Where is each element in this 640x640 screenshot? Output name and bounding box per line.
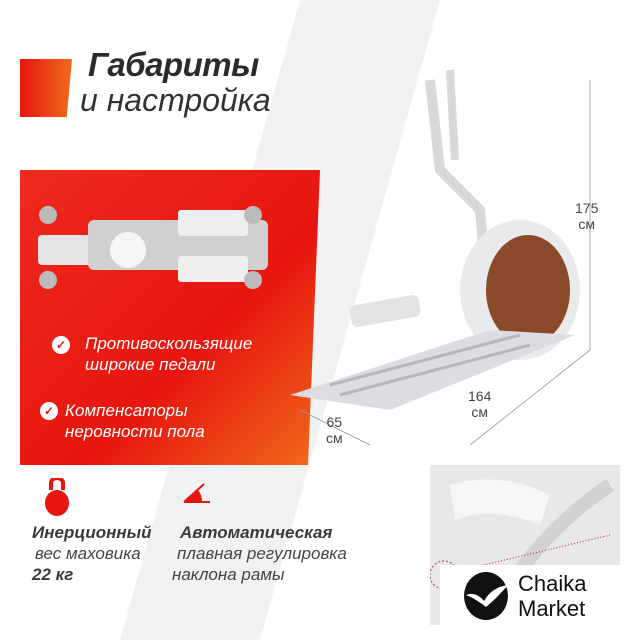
- dimension-value: 164: [468, 388, 492, 404]
- incline-desc: наклона рамы: [172, 565, 285, 584]
- chaika-market-logo: Chaika Market: [440, 565, 620, 627]
- elliptical-machine-image: [290, 69, 591, 446]
- top-view-machine-image: [38, 206, 268, 289]
- page-subtitle: и настройка: [80, 82, 271, 118]
- title-accent: [20, 59, 72, 117]
- dimension-unit: см: [326, 430, 343, 446]
- check-icon: ✓: [40, 402, 58, 420]
- dimension-value: 65: [326, 414, 343, 430]
- incline-desc: плавная регулировка: [177, 544, 347, 563]
- width-dimension: 65 см: [326, 414, 343, 446]
- logo-text: Chaika: [518, 571, 587, 596]
- flywheel-weight: 22 кг: [32, 565, 74, 584]
- check-icon: ✓: [52, 336, 70, 354]
- logo-text: Market: [518, 596, 586, 621]
- length-dimension: 164 см: [468, 388, 491, 420]
- seagull-logo-icon: [464, 572, 508, 620]
- flywheel-title: Инерционный: [32, 523, 152, 542]
- incline-title: Автоматическая: [180, 523, 333, 542]
- page-title: Габариты: [88, 46, 259, 83]
- feature-line: широкие педали: [85, 355, 216, 374]
- flywheel-desc: вес маховика: [35, 544, 141, 563]
- height-dimension: 175 см: [575, 200, 598, 232]
- feature-pedals: Противоскользящие широкие педали: [85, 333, 252, 375]
- flywheel-text: Инерционный вес маховика 22 кг: [32, 522, 152, 585]
- incline-angle-icon: [183, 483, 210, 503]
- feature-line: неровности пола: [65, 422, 205, 441]
- features-panel: [20, 170, 320, 465]
- dimension-value: 175: [575, 200, 599, 216]
- incline-text: Автоматическая плавная регулировка накло…: [172, 522, 347, 585]
- kettlebell-icon: [45, 478, 69, 516]
- dimension-unit: см: [578, 216, 595, 232]
- feature-line: Противоскользящие: [85, 334, 253, 353]
- feature-line: Компенсаторы: [65, 401, 188, 420]
- dimension-unit: см: [471, 404, 488, 420]
- feature-compensators: Компенсаторы неровности пола: [65, 400, 205, 442]
